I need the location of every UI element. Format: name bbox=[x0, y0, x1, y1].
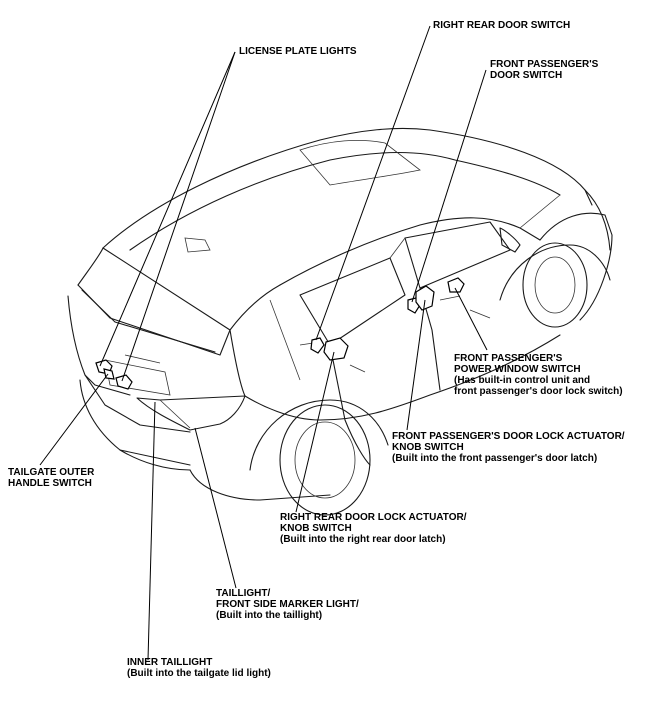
label-front-passenger-power-window-switch: FRONT PASSENGER'S POWER WINDOW SWITCH (H… bbox=[454, 353, 623, 397]
label-tailgate-outer-handle-switch: TAILGATE OUTER HANDLE SWITCH bbox=[8, 467, 95, 489]
leader-license-plate-light-1 bbox=[99, 51, 236, 367]
right-rear-door-switch bbox=[310, 337, 325, 354]
leader-power-window-switch bbox=[454, 287, 488, 351]
leader-inner-taillight bbox=[147, 401, 156, 661]
leader-lines bbox=[39, 25, 488, 661]
leader-front-passenger-door-switch bbox=[411, 69, 487, 303]
front-passenger-door-lock-actuator bbox=[415, 285, 435, 311]
leader-rear-door-lock-actuator bbox=[295, 351, 335, 513]
leader-license-plate-light-2 bbox=[121, 51, 236, 382]
leader-door-lock-actuator-front bbox=[406, 299, 426, 431]
label-right-rear-door-switch: RIGHT REAR DOOR SWITCH bbox=[433, 20, 571, 31]
leader-right-rear-door-switch bbox=[315, 25, 431, 341]
right-rear-door-lock-actuator bbox=[323, 337, 349, 361]
label-front-passenger-door-switch: FRONT PASSENGER'S DOOR SWITCH bbox=[490, 59, 599, 81]
label-license-plate-lights: LICENSE PLATE LIGHTS bbox=[239, 46, 357, 57]
label-inner-taillight: INNER TAILLIGHT (Built into the tailgate… bbox=[127, 657, 271, 679]
label-front-passenger-door-lock-actuator: FRONT PASSENGER'S DOOR LOCK ACTUATOR/ KN… bbox=[392, 431, 625, 464]
label-taillight: TAILLIGHT/ FRONT SIDE MARKER LIGHT/ (Bui… bbox=[216, 588, 359, 621]
leader-taillight bbox=[194, 427, 237, 589]
leader-tailgate-handle-switch bbox=[39, 373, 109, 466]
car-body bbox=[67, 127, 613, 516]
license-plate-light-right bbox=[115, 374, 133, 390]
front-passenger-power-window-switch bbox=[447, 277, 465, 293]
label-right-rear-door-lock-actuator: RIGHT REAR DOOR LOCK ACTUATOR/ KNOB SWIT… bbox=[280, 512, 467, 545]
